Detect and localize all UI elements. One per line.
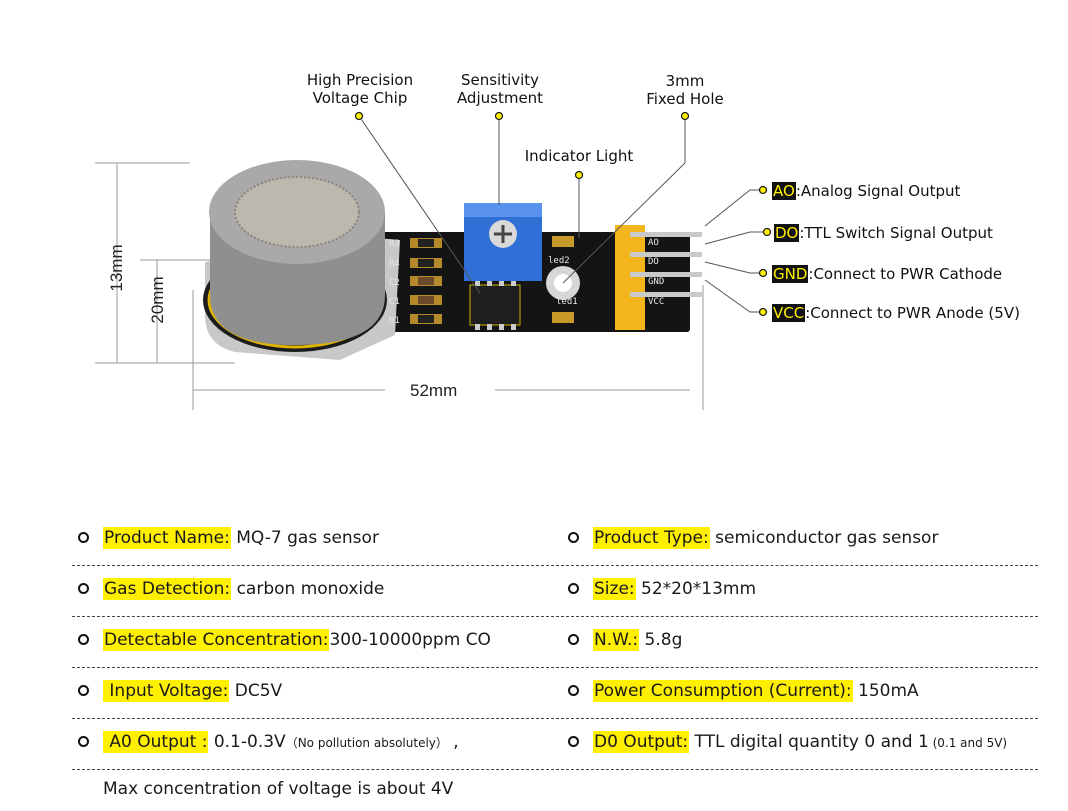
header-pins [615, 225, 702, 330]
sensor-mesh [235, 177, 359, 247]
pin-desc: :Analog Signal Output [795, 182, 961, 200]
spec-value: DC5V [229, 681, 283, 701]
pcb-board [380, 232, 690, 332]
spec-row: A0 Output : 0.1-0.3V（No pollution absolu… [72, 719, 1038, 770]
spec-product-type: Product Type: semiconductor gas sensor [568, 527, 938, 549]
spec-a0-output: A0 Output : 0.1-0.3V（No pollution absolu… [78, 731, 459, 754]
bullet-icon [568, 582, 579, 594]
spec-gas-detection: Gas Detection: carbon monoxide [78, 578, 384, 600]
spec-key: Gas Detection: [103, 578, 232, 600]
potentiometer [464, 203, 542, 281]
spec-value: 0.1-0.3V [208, 732, 286, 752]
bullet-icon [568, 633, 579, 645]
board-label: C2 [389, 278, 400, 288]
spec-power-consumption: Power Consumption (Current): 150mA [568, 680, 919, 702]
board-label: R3 [389, 239, 400, 249]
led-power [552, 312, 574, 323]
spec-row: Detectable Concentration:300-10000ppm CO… [72, 617, 1038, 668]
spec-net-weight: N.W.: 5.8g [568, 629, 682, 651]
pin-tag: AO [772, 182, 796, 200]
board-label: VCC [648, 297, 664, 307]
callout-dots [354, 111, 772, 317]
board-silkscreen: R3 R4 C2 C1 R1 led2 led1 AO DO GND VCC [389, 238, 664, 326]
spec-value-note: （No pollution absolutely） [285, 736, 448, 750]
board-label: DO [648, 257, 659, 267]
dimension-lines [95, 162, 704, 410]
bullet-icon [78, 531, 89, 543]
spec-key: Input Voltage: [103, 680, 230, 702]
spec-product-name: Product Name: MQ-7 gas sensor [78, 527, 379, 549]
spec-row: Input Voltage: DC5V Power Consumption (C… [72, 668, 1038, 719]
board-label: GND [648, 277, 664, 287]
spec-value: 52*20*13mm [635, 579, 757, 599]
label-voltage-chip: High Precision Voltage Chip [306, 71, 414, 107]
board-label: led2 [548, 256, 570, 266]
spec-key: D0 Output: [593, 731, 690, 753]
spec-table: Product Name: MQ-7 gas sensor Product Ty… [72, 515, 1038, 770]
dimension-13mm: 13mm [107, 244, 126, 292]
spec-size: Size: 52*20*13mm [568, 578, 756, 600]
spec-row: Product Name: MQ-7 gas sensor Product Ty… [72, 515, 1038, 566]
spec-value: TTL digital quantity 0 and 1 [689, 732, 929, 752]
spec-value: semiconductor gas sensor [709, 528, 939, 548]
bullet-icon [568, 684, 579, 696]
spec-value: 300-10000ppm CO [329, 630, 491, 650]
smd-components [410, 238, 442, 324]
spec-key: Power Consumption (Current): [593, 680, 853, 702]
spec-d0-output: D0 Output: TTL digital quantity 0 and 1 … [568, 731, 1007, 754]
board-label: C1 [389, 297, 400, 307]
bullet-icon [78, 582, 89, 594]
spec-key: Size: [593, 578, 636, 600]
label-indicator-light: Indicator Light [524, 147, 634, 165]
spec-key: Product Name: [103, 527, 231, 549]
spec-input-voltage: Input Voltage: DC5V [78, 680, 282, 702]
product-diagram: R3 R4 C2 C1 R1 led2 led1 AO DO GND VCC H… [95, 71, 1020, 410]
spec-value-note: (0.1 and 5V) [928, 736, 1008, 750]
module-illustration: R3 R4 C2 C1 R1 led2 led1 AO DO GND VCC [95, 111, 772, 410]
pin-label-ao: AO:Analog Signal Output [772, 181, 960, 201]
board-label: R4 [389, 259, 400, 269]
pin-tag: DO [774, 224, 800, 242]
label-sensitivity: Sensitivity Adjustment [456, 71, 544, 107]
pin-label-vcc: VCC:Connect to PWR Anode (5V) [772, 303, 1020, 323]
spec-value-tail: , [447, 732, 459, 752]
spec-key: A0 Output : [103, 731, 209, 753]
pin-desc: :TTL Switch Signal Output [799, 224, 993, 242]
spec-value: 5.8g [639, 630, 683, 650]
callout-lines [358, 115, 768, 313]
dimension-20mm: 20mm [148, 276, 167, 324]
spec-key: Detectable Concentration: [103, 629, 330, 651]
board-label: AO [648, 238, 659, 248]
pin-label-gnd: GND:Connect to PWR Cathode [772, 264, 1002, 284]
pin-desc: :Connect to PWR Cathode [808, 265, 1003, 283]
pin-tag: VCC [772, 304, 806, 322]
spec-key: Product Type: [593, 527, 710, 549]
bullet-icon [568, 531, 579, 543]
dimension-52mm: 52mm [410, 381, 458, 400]
label-fixed-hole: 3mm Fixed Hole [646, 72, 724, 108]
bullet-icon [78, 633, 89, 645]
spec-value: MQ-7 gas sensor [230, 528, 379, 548]
bullet-icon [78, 684, 89, 696]
spec-key: N.W.: [593, 629, 640, 651]
max-voltage-note: Max concentration of voltage is about 4V [103, 779, 454, 799]
spec-row: Gas Detection: carbon monoxide Size: 52*… [72, 566, 1038, 617]
voltage-chip [469, 280, 521, 330]
spec-detectable-concentration: Detectable Concentration:300-10000ppm CO [78, 629, 491, 651]
bullet-icon [568, 735, 579, 747]
spec-value: 150mA [852, 681, 919, 701]
pin-label-do: DO:TTL Switch Signal Output [774, 223, 993, 243]
board-label: R1 [389, 316, 400, 326]
bullet-icon [78, 735, 89, 747]
spec-value: carbon monoxide [231, 579, 385, 599]
pin-desc: :Connect to PWR Anode (5V) [805, 304, 1020, 322]
board-label: led1 [556, 297, 578, 307]
led-indicator [552, 236, 574, 247]
pin-tag: GND [772, 265, 809, 283]
